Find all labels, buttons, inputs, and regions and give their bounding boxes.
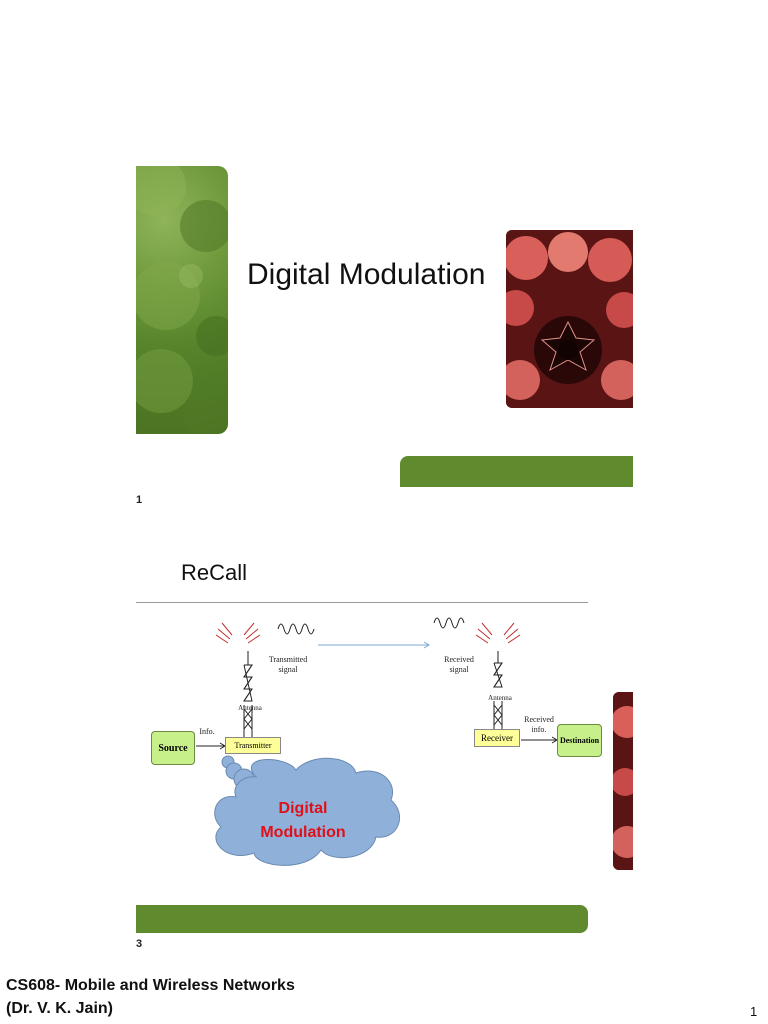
page-number: 1 — [750, 1004, 758, 1019]
course-title: CS608- Mobile and Wireless Networks — [6, 977, 295, 994]
communication-diagram — [196, 617, 558, 866]
slide-title: ReCall — [181, 560, 248, 585]
kaleidoscope-pattern — [613, 692, 633, 870]
kaleidoscope-pattern — [506, 230, 633, 408]
rx-sine-wave — [433, 617, 465, 629]
green-bubbles-pattern — [136, 166, 228, 434]
info-label: Info. — [199, 727, 215, 736]
title-divider — [136, 602, 588, 603]
decorative-kaleidoscope-image — [506, 230, 633, 408]
slide-footer-bar — [400, 456, 633, 487]
slide-footer-bar — [136, 905, 588, 933]
slide-title: Digital Modulation — [247, 258, 486, 291]
tx-signal-waves — [215, 622, 261, 644]
receiver-box: Receiver — [474, 729, 520, 747]
destination-box: Destination — [557, 724, 602, 757]
transmitter-box: Transmitter — [225, 737, 281, 754]
slide-number: 3 — [136, 938, 143, 950]
tx-sine-wave — [277, 623, 315, 635]
rx-signal-waves — [475, 622, 521, 644]
tx-antenna-tower — [243, 651, 253, 737]
source-box: Source — [151, 731, 195, 765]
rx-antenna-label: Antenna — [488, 694, 512, 702]
tx-antenna-label: Antenna — [238, 704, 262, 712]
decorative-green-panel — [136, 166, 228, 434]
rx-antenna-tower — [493, 651, 503, 729]
decorative-kaleidoscope-image — [613, 692, 633, 870]
author-name: (Dr. V. K. Jain) — [6, 1000, 113, 1017]
digital-modulation-cloud — [214, 757, 401, 866]
slide-number: 1 — [136, 494, 143, 506]
